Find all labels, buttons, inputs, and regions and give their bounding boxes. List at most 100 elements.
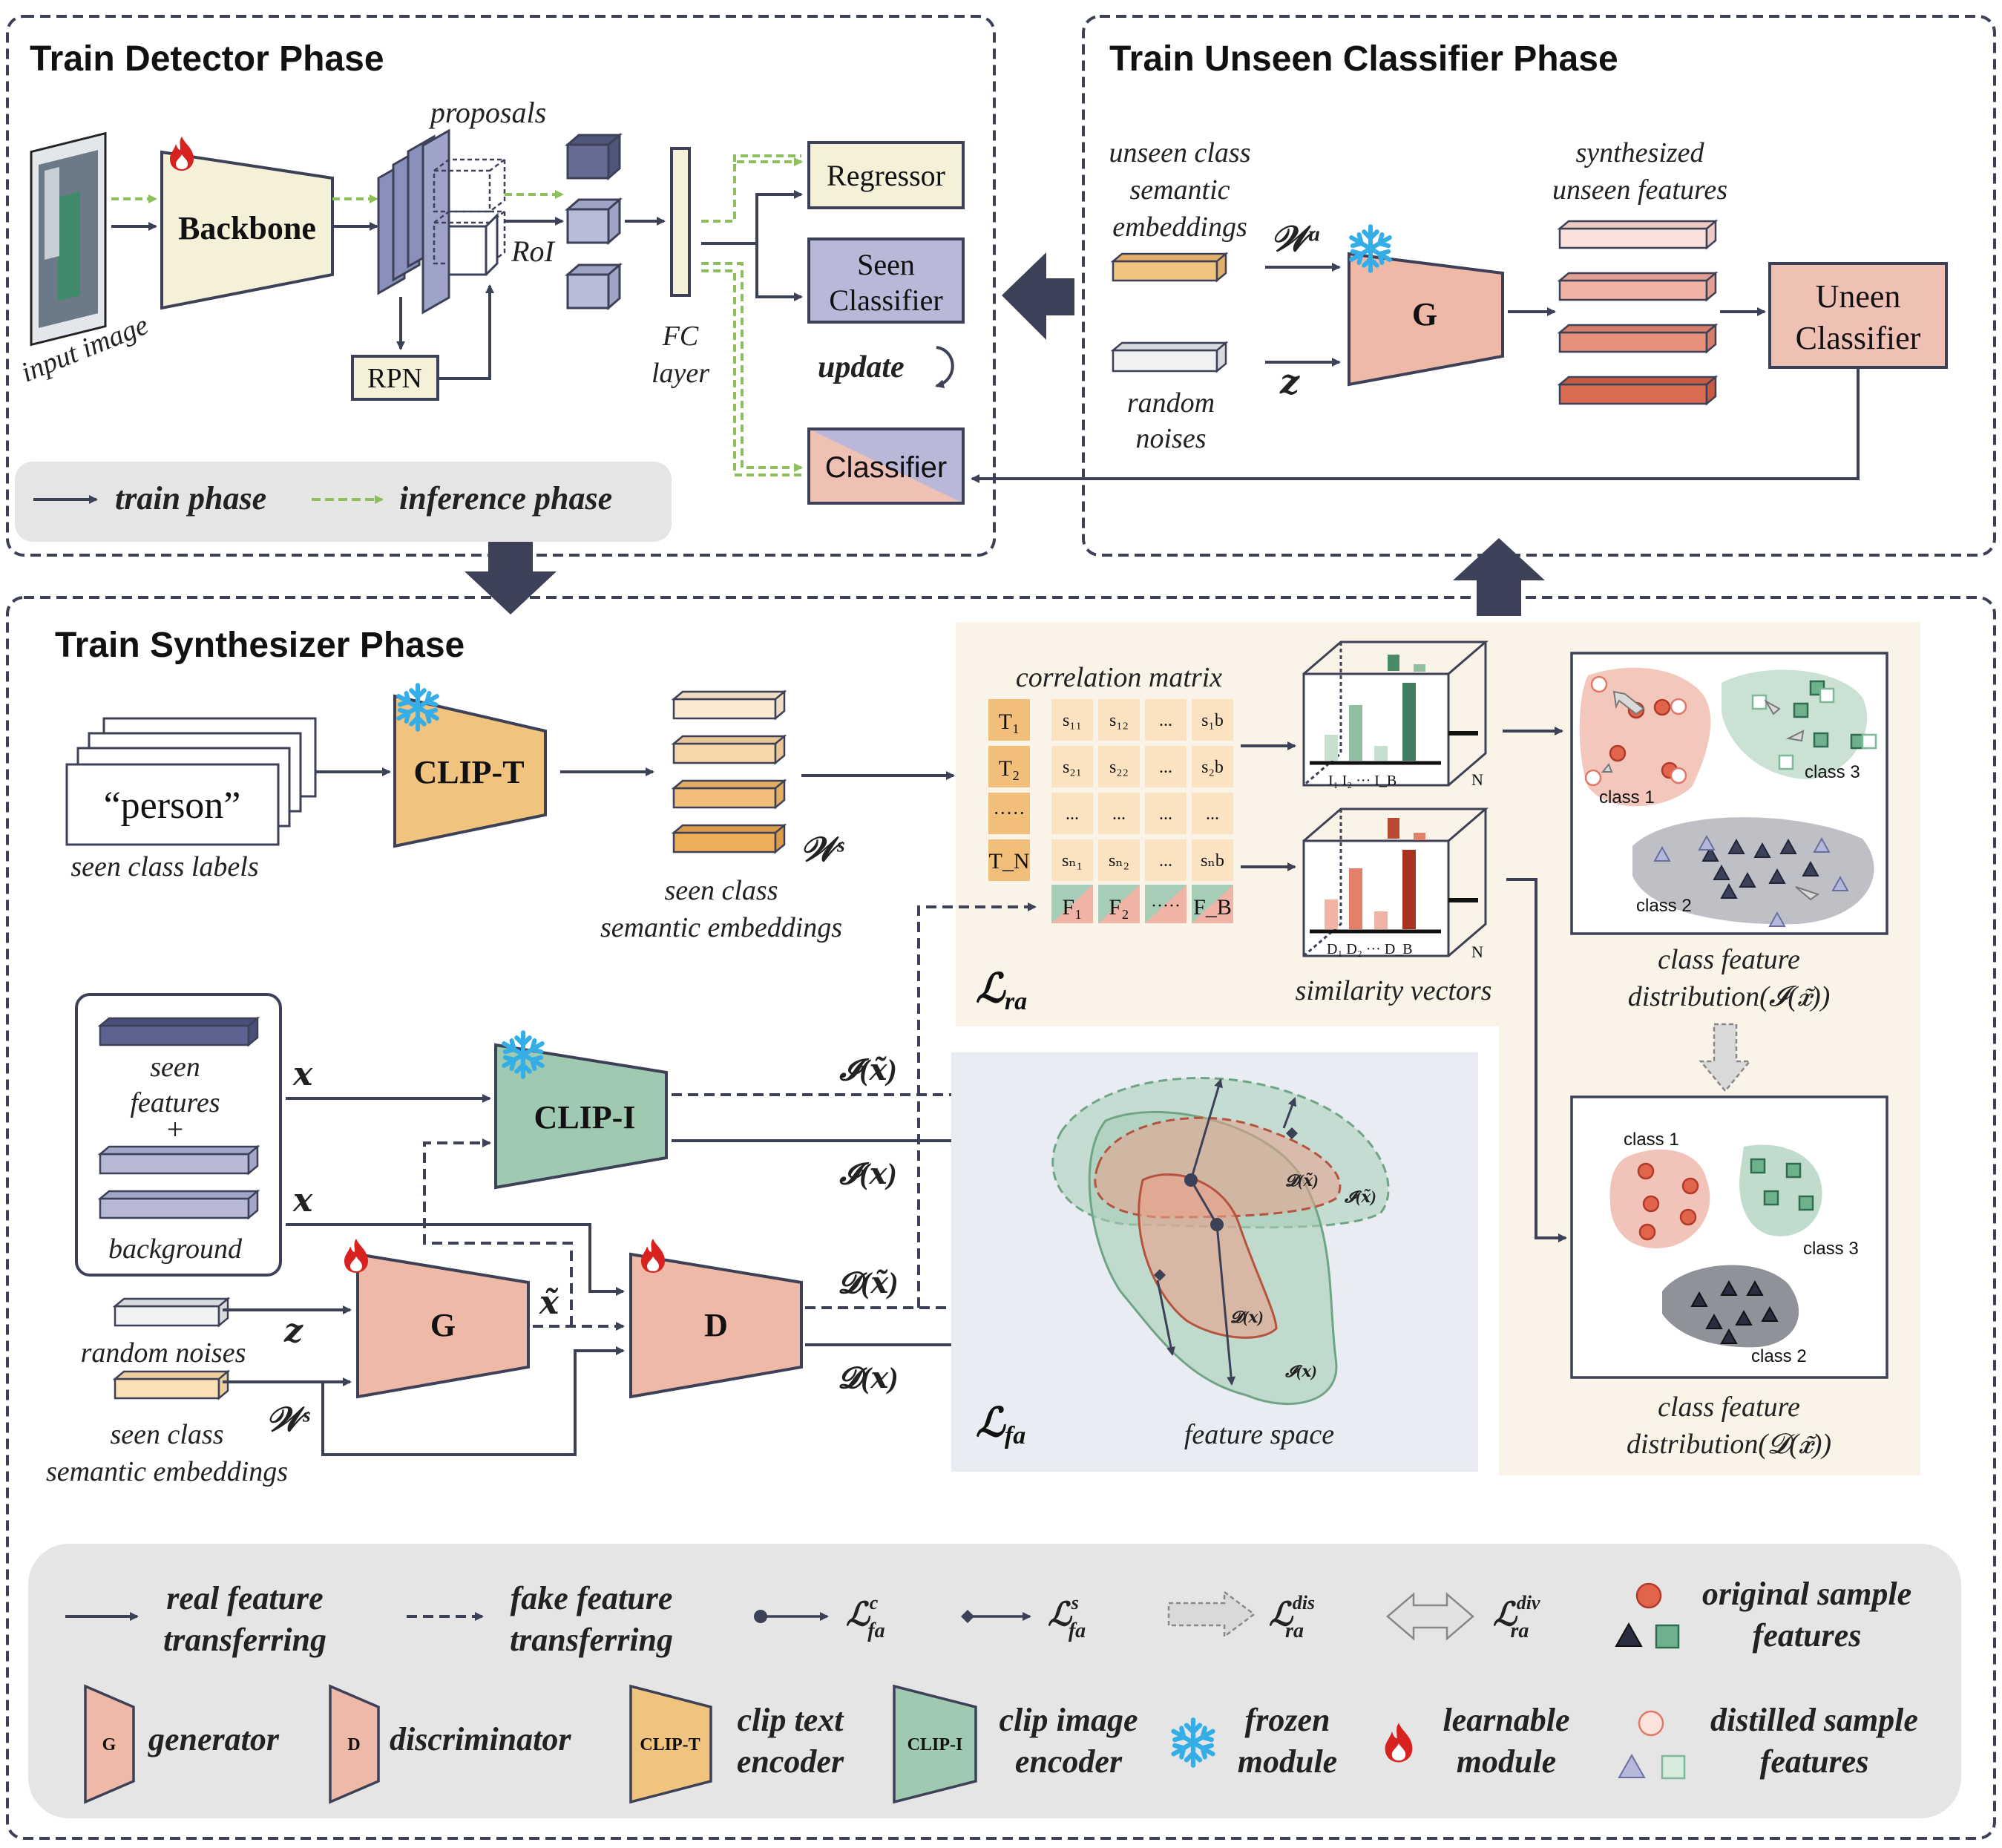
s-cell: sₙ₂ xyxy=(1109,851,1129,871)
update-label: update xyxy=(818,350,905,384)
sim-vector-i xyxy=(1302,640,1489,787)
seen-emb2-line2: semantic embeddings xyxy=(46,1456,288,1487)
f-label-1: F₁ xyxy=(1062,895,1082,920)
dxt-label: 𝓓(𝒙̃) xyxy=(838,1266,898,1300)
dist-d-class2-points xyxy=(1690,1279,1779,1344)
distill-arrow xyxy=(1699,1023,1752,1092)
synth-features-line2: unseen features xyxy=(1552,174,1727,206)
synthesized-feature-bars xyxy=(1557,219,1719,406)
unseen-classifier-line1: Uneen xyxy=(1816,278,1901,315)
s-matrix-cells xyxy=(1051,699,1233,881)
s-cell: s₁₂ xyxy=(1109,711,1129,730)
legend-fake-line1: fake feature xyxy=(511,1580,673,1616)
unseen-classifier-line2: Classifier xyxy=(1796,320,1921,356)
f-label-4: F_B xyxy=(1193,895,1232,920)
rpn-label: RPN xyxy=(367,363,422,394)
t-label-3: ····· xyxy=(993,802,1025,824)
unseen-emb-line3: embeddings xyxy=(1112,212,1247,243)
seen-features-line2: features xyxy=(130,1087,220,1118)
unseen-noise-line2: noises xyxy=(1136,423,1207,454)
discriminator-block xyxy=(629,1252,803,1399)
dist-i-class2-distilled xyxy=(1653,834,1849,927)
legend-d-icon-label: D xyxy=(347,1735,360,1754)
legend-lradis-arrow xyxy=(1167,1590,1256,1639)
t-label-4: T_N xyxy=(989,849,1030,874)
seen-emb-ws: 𝒲ˢ xyxy=(800,830,844,868)
fs-sample-2 xyxy=(1286,1127,1298,1139)
s-cell: ... xyxy=(1159,805,1172,824)
ix-label: 𝓘(𝒙) xyxy=(838,1157,897,1190)
fc-outputs-train xyxy=(701,190,803,301)
seen-classifier-box xyxy=(807,237,965,324)
feature-space-label: feature space xyxy=(1184,1419,1334,1450)
arrow-unseen-classifier-to-classifier xyxy=(971,367,1860,483)
s-cell: ... xyxy=(1112,805,1126,824)
s-cell: s₂₁ xyxy=(1063,758,1082,777)
i-ticks: I₁ I₂ ··· I_B xyxy=(1328,773,1397,789)
backbone-label: Backbone xyxy=(178,210,316,246)
learnable-flame-icon xyxy=(170,137,194,171)
feature-pyramid xyxy=(377,128,450,315)
dist-i-class1-label: class 1 xyxy=(1599,787,1655,807)
legend-learn-line2: module xyxy=(1457,1743,1556,1780)
n-label-2: N xyxy=(1471,943,1483,961)
dist-i-class3-label: class 3 xyxy=(1805,762,1860,782)
arrow-rpn-roi xyxy=(438,284,494,380)
clip-t-label: CLIP-T xyxy=(413,754,524,790)
synth-phase-title: Train Synthesizer Phase xyxy=(55,626,465,665)
dist-d-class1-points xyxy=(1637,1162,1699,1241)
discriminator-label: D xyxy=(704,1307,728,1343)
f-label-3: ····· xyxy=(1151,897,1181,916)
f-row xyxy=(1051,885,1233,923)
dist-i-caption-line1: class feature xyxy=(1658,944,1800,975)
d-ticks: D₁ D₂ ··· D_B xyxy=(1327,941,1413,957)
legend-orig-circle xyxy=(1635,1582,1662,1609)
dist-i-caption-line2: distribution(𝓘(𝒙̃)) xyxy=(1628,981,1831,1012)
s-cell: sₙb xyxy=(1201,851,1224,871)
fs-dxt-label: 𝓓(𝒙̃) xyxy=(1285,1171,1319,1190)
s-matrix-text: s₁₁ s₁₂ ... s₁b s₂₁ s₂₂ ... s₂b ... ... … xyxy=(1062,711,1224,871)
legend-discriminator-label: discriminator xyxy=(390,1721,571,1757)
s-cell: sₙ₁ xyxy=(1062,851,1083,871)
proposals-label: proposals xyxy=(428,96,546,129)
seen-class-labels: seen class labels xyxy=(70,851,258,882)
fc-outputs-infer xyxy=(701,154,803,476)
arrow-x-d xyxy=(286,1223,625,1296)
unseen-noise-line1: random xyxy=(1127,387,1215,419)
s-cell: ... xyxy=(1206,805,1219,824)
detector-legend-bg xyxy=(15,462,672,542)
unseen-phase-title: Train Unseen Classifier Phase xyxy=(1109,39,1618,79)
legend-clipt-icon xyxy=(629,1684,712,1804)
plus-sign: + xyxy=(167,1113,184,1146)
sim-vector-d-bars xyxy=(1325,818,1478,929)
unseen-generator-label: G xyxy=(1412,296,1437,332)
legend-clip-img-line1: clip image xyxy=(1000,1702,1138,1738)
unseen-z-label: 𝒛 xyxy=(1279,363,1300,401)
discriminator-flame-icon xyxy=(641,1239,665,1273)
background-bars xyxy=(97,1144,260,1220)
dist-d-class2-label: class 2 xyxy=(1751,1346,1807,1366)
legend-fake-line2: transferring xyxy=(510,1622,673,1658)
fs-centroid-1 xyxy=(1184,1173,1198,1187)
seen-emb2-line1: seen class xyxy=(110,1419,223,1450)
xt-label: 𝒙̃ xyxy=(539,1285,559,1321)
x-label-1: 𝒙 xyxy=(292,1056,313,1092)
dist-i-div-arrows xyxy=(1601,690,1820,901)
unseen-emb-line1: unseen class xyxy=(1109,137,1250,168)
seen-emb-bar-2 xyxy=(112,1369,231,1400)
generator-label: G xyxy=(430,1307,456,1343)
legend-frozen-line1: frozen xyxy=(1245,1702,1330,1738)
clip-i-block xyxy=(494,1043,668,1190)
dist-d-caption-line1: class feature xyxy=(1658,1392,1800,1423)
fc-layer-block xyxy=(670,147,691,297)
dist-d-caption-line2: distribution(𝓓(𝒙̃)) xyxy=(1627,1429,1831,1460)
arrow-synth-to-unseen xyxy=(1453,538,1545,616)
fs-ix-label: 𝓘(𝒙) xyxy=(1284,1362,1317,1380)
legend-dist-line2: features xyxy=(1760,1743,1869,1780)
input-image xyxy=(30,131,107,347)
s-cell: ... xyxy=(1159,758,1172,777)
legend-clipt-icon-label: CLIP-T xyxy=(640,1735,700,1754)
